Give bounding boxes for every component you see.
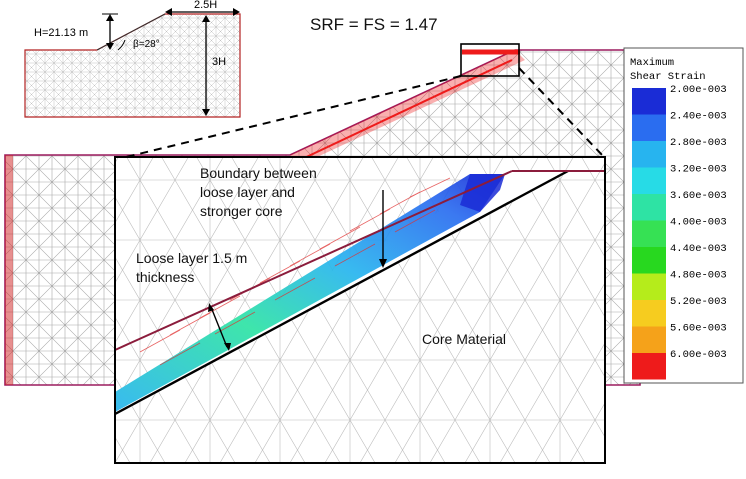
height-label: H=21.13 m [34,27,88,39]
legend-swatch [632,114,666,141]
boundary-annotation: Boundary between loose layer and stronge… [200,165,321,219]
legend-swatch [632,300,666,327]
legend-swatch [632,273,666,300]
legend-label: 5.60e-003 [670,323,727,335]
legend-title-line2: Shear Strain [630,71,706,83]
width-label: 2.5H [194,0,217,11]
depth-label: 3H [212,56,226,68]
inset-model: H=21.13 m β=28° 2.5H 3H [24,0,241,118]
loose-layer-annotation: Loose layer 1.5 m thickness [136,250,251,285]
legend-swatch [632,167,666,194]
legend-swatch [632,194,666,221]
legend-label: 2.80e-003 [670,137,727,149]
legend-label: 2.40e-003 [670,111,727,123]
legend-swatch [632,220,666,247]
zoom-window: Boundary between loose layer and stronge… [114,156,606,464]
legend-swatch [632,141,666,168]
legend-label: 4.00e-003 [670,217,727,229]
legend-label: 6.00e-003 [670,349,727,361]
legend-label: 4.80e-003 [670,270,727,282]
legend-swatch [632,88,666,115]
legend-label: 3.20e-003 [670,164,727,176]
layer-boundary-line [114,169,569,416]
legend: Maximum Shear Strain 2.00e-0032.40e-0032… [623,47,744,384]
legend-label: 2.00e-003 [670,84,727,96]
legend-label: 4.40e-003 [670,243,727,255]
srf-title: SRF = FS = 1.47 [310,15,438,34]
angle-label: β=28° [133,39,160,50]
core-material-label: Core Material [422,331,506,347]
thickness-arrow [210,306,228,348]
legend-swatch [632,247,666,274]
loose-layer-band [115,174,505,412]
legend-label: 5.20e-003 [670,296,727,308]
legend-items: 2.00e-003 2.40e-003 2.80e-003 3.20e-003 3.60… [632,84,727,380]
legend-title-line1: Maximum [630,57,674,69]
legend-label: 3.60e-003 [670,190,727,202]
legend-swatch [632,353,666,380]
legend-swatch [632,326,666,353]
